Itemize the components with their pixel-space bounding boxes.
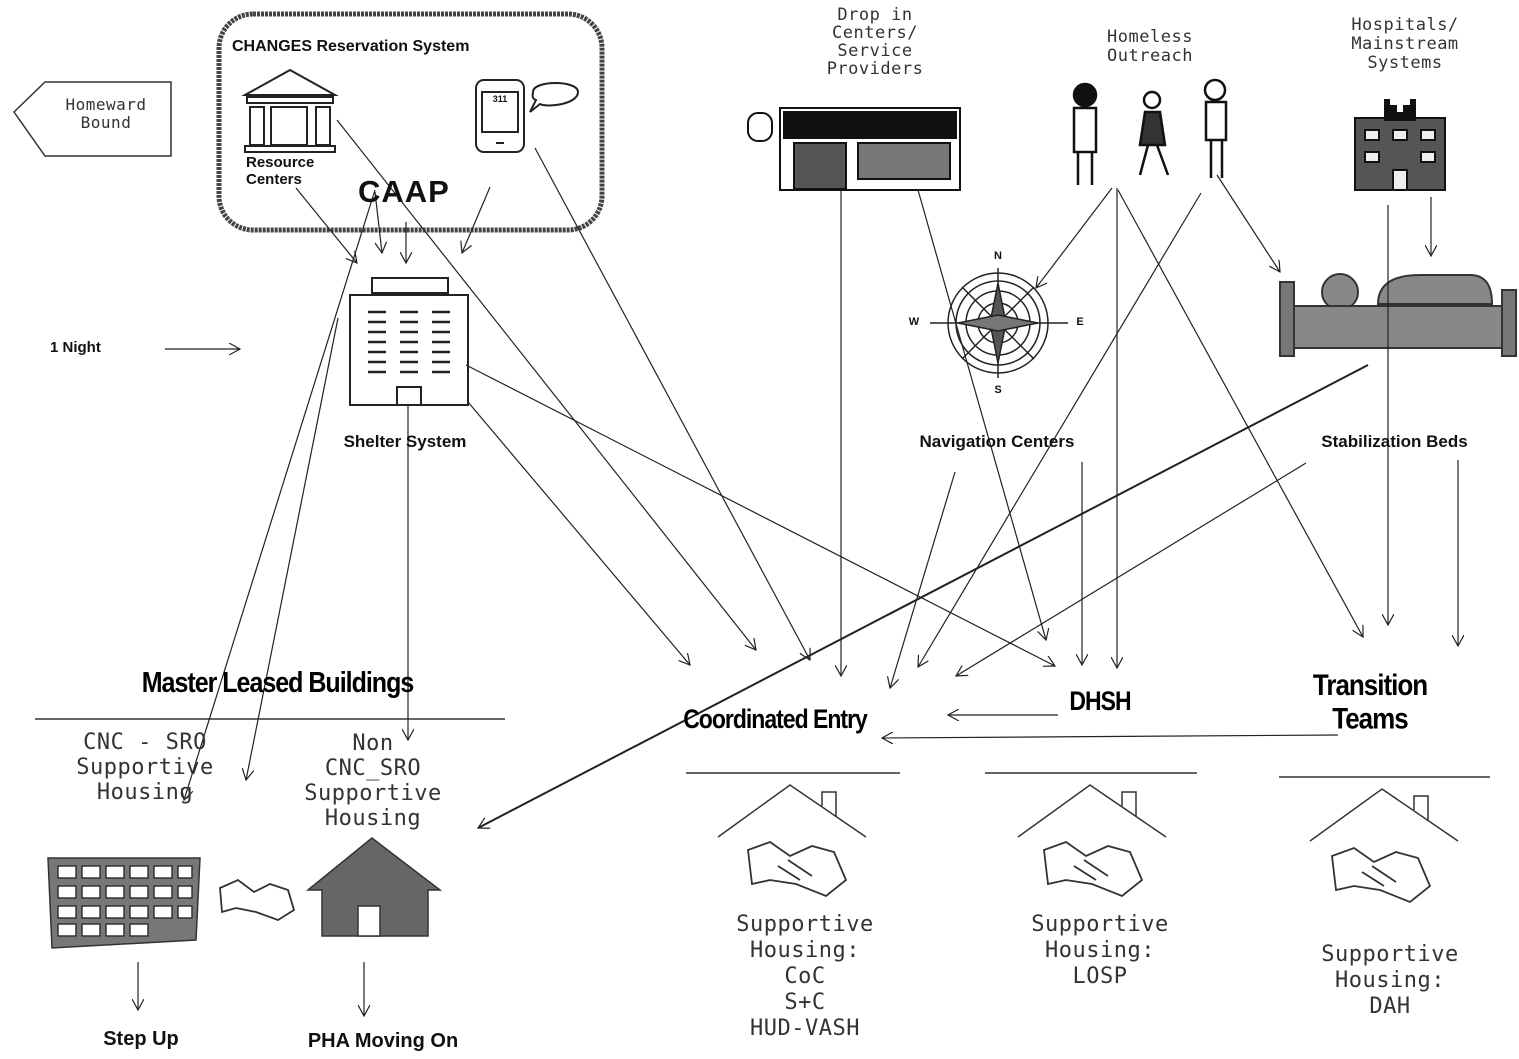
arrow-phone-to-shelter	[462, 186, 491, 253]
arrow-outreach-to-ce	[918, 192, 1202, 667]
handshake-icon-losp	[1043, 840, 1144, 898]
pha-moving-on-label: PHA Moving On	[307, 1030, 459, 1052]
hospital-icon	[1354, 92, 1446, 191]
house-roof-icon-dah	[1309, 788, 1459, 842]
navigation-centers-label: Navigation Centers	[919, 432, 1075, 451]
homeward-bound-label: Homeward Bound	[65, 95, 147, 132]
compass-n: N	[994, 250, 1002, 262]
supportive-housing-dah-label: Supportive Housing: DAH	[1321, 942, 1459, 1019]
sro-building-icon	[47, 857, 201, 949]
compass-s: S	[994, 384, 1002, 396]
handshake-icon-small	[219, 878, 296, 921]
shelter-building-icon	[349, 277, 469, 406]
handshake-icon-dah	[1331, 846, 1432, 904]
arrow-dropin-to-dhsh	[917, 189, 1046, 640]
caap-label: CAAP	[358, 174, 450, 209]
house-roof-icon-losp	[1017, 784, 1167, 838]
arrow-nav-to-ce	[890, 471, 956, 688]
resource-center-icon	[241, 68, 339, 153]
arrow-outreach-to-nav	[1036, 187, 1113, 288]
phone-311-label: 311	[492, 94, 508, 104]
arrow-shelter-to-ce	[467, 401, 690, 665]
outreach-people-icon	[1072, 78, 1228, 185]
dhsh-heading: DHSH	[1069, 685, 1131, 716]
arrow-shelter-to-dhsh	[465, 364, 1055, 666]
arrow-transition-to-ce	[882, 735, 1339, 738]
changes-box	[216, 11, 605, 233]
arrow-beds-to-ce	[956, 462, 1307, 676]
arrow-outreach-to-transition	[1117, 189, 1363, 637]
non-cnc-sro-label: Non CNC_SRO Supportive Housing	[304, 731, 442, 831]
resource-centers-label: Resource Centers	[246, 154, 315, 188]
arrow-resource-to-ce	[336, 119, 756, 650]
arrow-phone-to-ce	[534, 147, 810, 660]
homeless-outreach-label: Homeless Outreach	[1107, 27, 1193, 66]
flow-arrows	[138, 119, 1458, 1016]
arrow-shelter-to-cnc	[246, 317, 339, 780]
cnc-sro-label: CNC - SRO Supportive Housing	[76, 730, 214, 805]
arrow-caap-to-shelter-a	[374, 191, 382, 253]
coordinated-entry-heading: Coordinated Entry	[683, 703, 868, 734]
bed-icon	[1279, 273, 1517, 357]
arrow-caap-to-cnc	[184, 189, 376, 800]
changes-title: CHANGES Reservation System	[232, 38, 470, 55]
master-leased-buildings-heading: Master Leased Buildings	[141, 666, 415, 700]
homeward-bound-shape	[13, 81, 172, 157]
hospitals-label: Hospitals/ Mainstream Systems	[1351, 15, 1459, 73]
handshake-icon-coc	[747, 840, 848, 898]
compass-w: W	[908, 316, 920, 328]
house-roof-icon-coc	[717, 784, 867, 838]
supportive-housing-coc-label: Supportive Housing: CoC S+C HUD-VASH	[736, 912, 874, 1041]
arrow-outreach-to-beds	[1216, 174, 1280, 272]
drop-in-label: Drop in Centers/ Service Providers	[826, 5, 924, 79]
house-icon	[305, 837, 443, 937]
phone-icon	[475, 79, 580, 153]
compass-e: E	[1076, 316, 1084, 328]
shelter-system-label: Shelter System	[343, 432, 467, 451]
arrow-beds-to-noncnc	[478, 364, 1369, 829]
stabilization-beds-label: Stabilization Beds	[1321, 432, 1468, 451]
step-up-label: Step Up	[103, 1028, 179, 1050]
storefront-icon	[747, 107, 961, 191]
one-night-label: 1 Night	[50, 339, 101, 356]
transition-teams-heading: Transition Teams	[1312, 667, 1428, 736]
supportive-housing-losp-label: Supportive Housing: LOSP	[1031, 912, 1169, 989]
compass-icon	[930, 268, 1068, 378]
arrow-resource-to-shelter	[295, 187, 357, 263]
